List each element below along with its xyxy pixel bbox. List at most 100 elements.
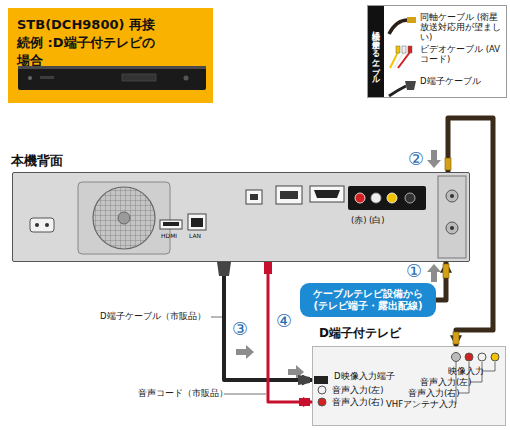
power-inlet [30,218,54,232]
leader-line [211,317,222,318]
misc-port [250,194,258,200]
stb-photo [184,76,189,81]
rf-side-panel [438,176,466,258]
power-inlet [30,218,54,232]
direction-arrow [427,150,441,168]
leader-line [211,317,495,404]
rf-side-panel [446,222,458,234]
input-name: 映像入力 [448,367,484,376]
legend-sample [386,44,418,70]
direction-arrow [236,345,254,359]
d-output-port [314,190,340,198]
port-name: HDMI [161,233,177,240]
d-sample-plug [405,81,416,90]
stb-photo [18,66,206,69]
av-output-ports [348,186,426,210]
av-output-ports [348,186,426,210]
tv-input-jacks [491,353,499,361]
rf-side-panel [438,176,466,258]
av-output-ports [387,193,397,203]
cooling-fan [93,187,155,249]
d-cable-plug [217,262,231,276]
cooling-fan [78,182,170,254]
tv-input-jacks [318,386,326,394]
coax-cable [448,118,493,346]
tv-input-jacks [478,353,486,361]
rf-side-panel [450,226,454,230]
panel-details [18,66,499,406]
node-heading: STB(DCH9800) 再接続例 :D端子付テレビの場合 [17,16,163,70]
d-sample-wire [389,86,406,96]
catv-source-box: ケーブルテレビ設備から (テレビ端子・露出配線) [300,283,436,317]
legend-title: 接続に使用するケーブル [367,5,383,98]
input-name: 音声入力(左) [332,386,384,395]
coax-plug [443,264,449,278]
callout-number: ③ [232,320,248,338]
d-output-port [310,186,344,202]
direction-arrow [427,264,441,282]
callout-number: ① [406,262,422,280]
stb-photo [18,66,206,90]
av-output-ports [371,193,381,203]
audio-plug [264,262,272,274]
d-cable-plug [298,375,310,385]
coax-plug [453,332,459,344]
av-output-ports [355,193,365,203]
tv-input-jacks [318,398,326,406]
port-name: LAN [189,233,201,240]
audio-cable [268,262,312,402]
misc-port [280,191,298,199]
stb-photo [122,74,156,81]
hdmi-port [163,222,179,226]
node-heading: 本機背面 [11,152,63,170]
input-name: VHFアンテナ入力 [386,400,457,409]
cable-name: D端子ケーブル（市販品） [100,312,206,321]
cable-plugs [217,158,459,406]
lan-port [188,214,206,230]
node-heading: D端子付テレビ [319,325,401,342]
input-name: 音声入力(左) [420,378,472,387]
node-heading: ケーブルテレビ設備から (テレビ端子・露出配線) [310,288,426,312]
stb-photo [40,76,54,79]
legend-sample [386,12,418,38]
stb-photo [18,66,206,90]
leader-line [224,394,266,395]
legend-text: ビデオケーブル (AVコード) [420,44,504,64]
av-sample-wire [390,52,398,68]
input-name: D映像入力端子 [334,372,395,381]
stb-photo [28,76,32,80]
power-inlet [45,223,49,227]
hdmi-port [160,220,182,229]
legend-sample [386,76,418,102]
av-sample-wire [398,52,410,68]
legend-box: 同軸ケーブル (衛星放送対応用が望ましい)ビデオケーブル (AVコード) D端子ケ… [367,5,507,98]
coax-plug [445,158,451,170]
cable-name: 音声コード（市販品） [138,389,228,398]
legend-text: 同軸ケーブル (衛星放送対応用が望ましい) [420,12,504,42]
av-sample-plug [402,46,406,53]
input-name: 音声入力(右) [408,389,460,398]
tv-input-jacks [465,353,473,361]
audio-plug [299,398,310,406]
rf-side-panel [446,190,458,202]
hdmi-port [160,220,182,229]
tv-input-jacks [452,353,461,362]
rf-side-panel [450,194,454,198]
power-inlet [35,223,39,227]
leader-line [483,362,495,371]
connector-layer [224,118,493,402]
cooling-fan [118,212,130,224]
misc-port [246,190,262,204]
callout-number: ④ [276,312,292,330]
tv-input-jacks [314,376,328,384]
legend-text: D端子ケーブル [420,76,504,86]
misc-port [246,186,302,204]
lan-port [191,218,203,227]
coax-sample-plug [407,17,416,23]
callout-number: ② [408,150,424,168]
cooling-fan [78,182,170,254]
av-output-ports [405,193,415,203]
coax-sample-wire [389,20,408,34]
